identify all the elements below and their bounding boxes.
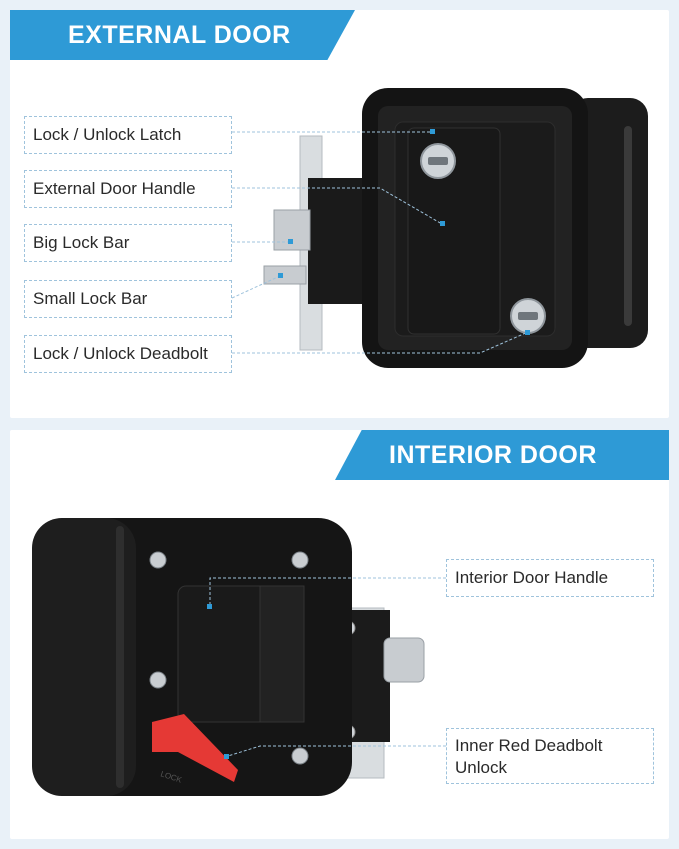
callout-line-handle xyxy=(232,187,443,225)
label-small-lock-bar: Small Lock Bar xyxy=(24,280,232,318)
external-door-banner: EXTERNAL DOOR xyxy=(10,10,355,60)
interior-flange-groove xyxy=(116,526,124,788)
callout-dot xyxy=(288,239,293,244)
callout-line-red-lever xyxy=(227,745,446,757)
latch-housing xyxy=(308,178,368,304)
handle-hinge xyxy=(259,585,305,723)
interior-door-title: INTERIOR DOOR xyxy=(389,440,597,469)
interior-lock-illustration: LOCK xyxy=(32,518,446,796)
external-door-panel: EXTERNAL DOOR xyxy=(10,10,669,418)
interior-flange xyxy=(32,518,136,796)
flange-groove xyxy=(624,126,632,326)
callout-dot xyxy=(207,604,212,609)
callout-dot xyxy=(278,273,283,278)
face-screw xyxy=(291,747,309,765)
external-door-title: EXTERNAL DOOR xyxy=(68,20,291,49)
red-deadbolt-lever xyxy=(152,714,238,782)
interior-lock-bar xyxy=(383,637,425,683)
label-lock-unlock-deadbolt: Lock / Unlock Deadbolt xyxy=(24,335,232,373)
external-lock-illustration xyxy=(231,88,648,368)
deadbolt-keyhole xyxy=(518,312,538,320)
small-lock-bar xyxy=(263,265,307,285)
face-screw xyxy=(149,671,167,689)
callout-line-deadbolt xyxy=(232,331,529,354)
callout-dot xyxy=(224,754,229,759)
interior-latch-housing xyxy=(350,610,390,742)
label-big-lock-bar: Big Lock Bar xyxy=(24,224,232,262)
label-interior-door-handle: Interior Door Handle xyxy=(446,559,654,597)
label-external-door-handle: External Door Handle xyxy=(24,170,232,208)
face-screw xyxy=(291,551,309,569)
interior-door-banner: INTERIOR DOOR xyxy=(335,430,669,480)
label-lock-unlock-latch: Lock / Unlock Latch xyxy=(24,116,232,154)
callout-dot xyxy=(440,221,445,226)
callout-dot xyxy=(430,129,435,134)
interior-door-panel: INTERIOR DOOR LOCK Interior D xyxy=(10,430,669,839)
callout-dot xyxy=(525,330,530,335)
latch-keyhole xyxy=(428,157,448,165)
face-screw xyxy=(149,551,167,569)
callout-line-small-bar xyxy=(231,275,281,299)
external-door-handle xyxy=(407,127,501,335)
label-inner-red-deadbolt-unlock: Inner Red Deadbolt Unlock xyxy=(446,728,654,784)
callout-line-interior-handle xyxy=(209,577,446,606)
